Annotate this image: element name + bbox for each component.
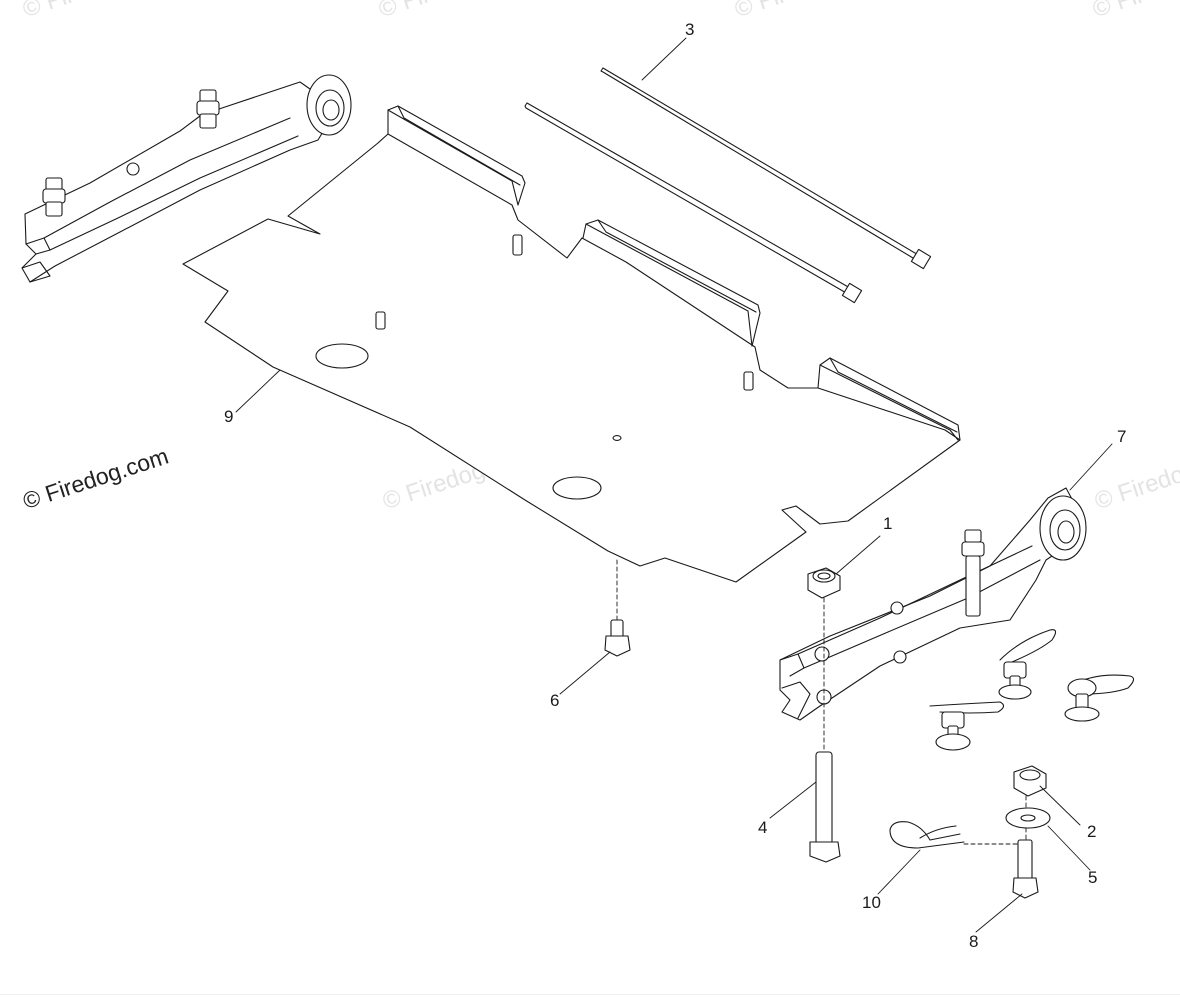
hinge-bracket bbox=[779, 487, 1087, 721]
bottom-divider bbox=[0, 994, 1180, 995]
flange-bolt bbox=[604, 619, 631, 657]
callout-8: 8 bbox=[969, 932, 979, 951]
flange-nut bbox=[1013, 765, 1047, 797]
callout-5: 5 bbox=[1088, 868, 1098, 887]
skid-plate bbox=[182, 105, 961, 583]
callout-9: 9 bbox=[224, 407, 234, 426]
hair-pin-clip bbox=[889, 821, 965, 849]
cable-tie bbox=[600, 67, 932, 270]
long-bolt bbox=[809, 751, 841, 863]
pin-clip-assembly bbox=[929, 701, 1005, 751]
cable-tie bbox=[524, 102, 863, 304]
assembly-centerlines bbox=[616, 559, 1027, 845]
lock-nut bbox=[807, 567, 841, 599]
short-bolt bbox=[1012, 839, 1039, 899]
pin-clip-assembly bbox=[1064, 674, 1135, 722]
callout-4: 4 bbox=[758, 818, 768, 837]
washer bbox=[1005, 807, 1051, 829]
callout-2: 2 bbox=[1087, 822, 1097, 841]
left-hinge-bracket bbox=[21, 74, 352, 283]
callout-7: 7 bbox=[1117, 427, 1127, 446]
callout-3: 3 bbox=[685, 20, 695, 39]
callout-6: 6 bbox=[550, 691, 560, 710]
pin-clip-assembly bbox=[998, 629, 1057, 700]
callout-10: 10 bbox=[862, 893, 881, 912]
callout-1: 1 bbox=[883, 514, 893, 533]
leader-lines bbox=[235, 37, 1113, 933]
